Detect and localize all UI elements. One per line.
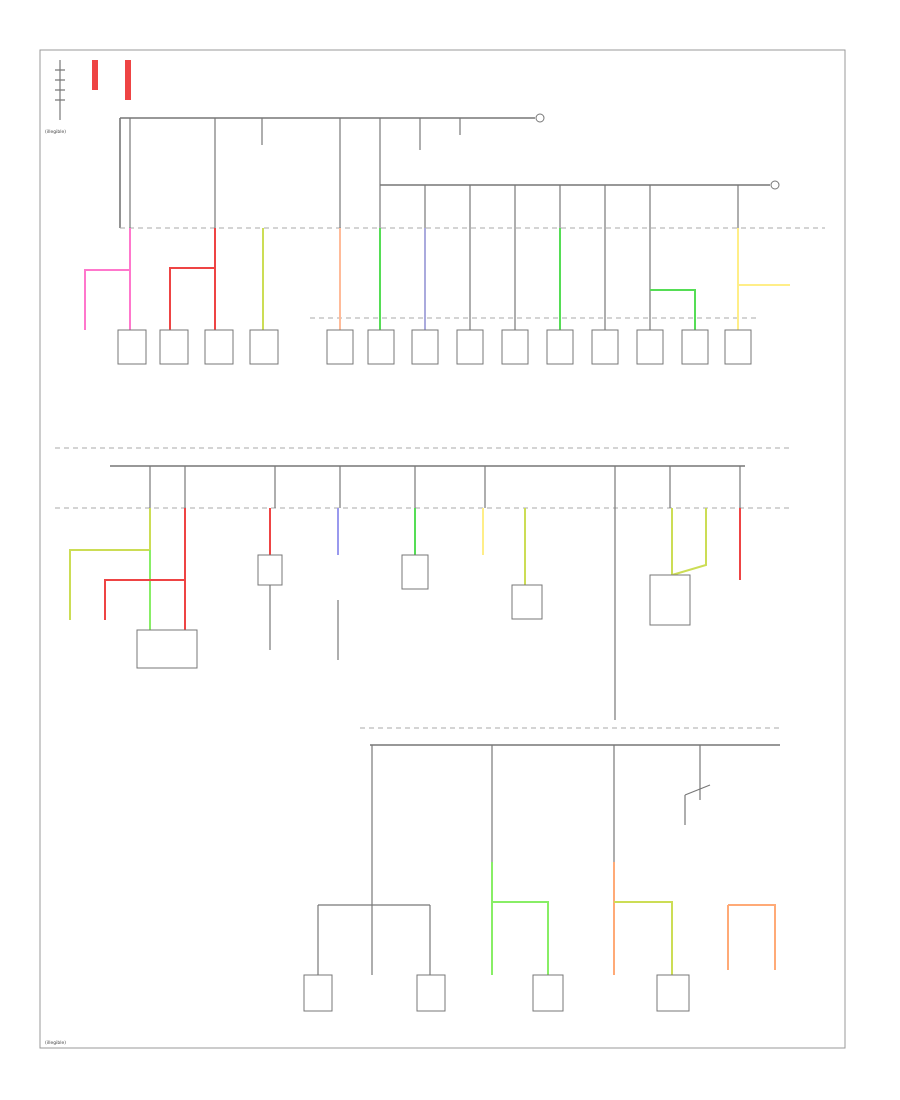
component-box [724, 329, 752, 365]
component-box [257, 554, 283, 586]
component-box [532, 974, 564, 1012]
bottom-bus [360, 727, 780, 862]
middle-bus [55, 447, 790, 509]
component-box [249, 329, 279, 365]
middle-wires [69, 508, 741, 720]
middle-components [136, 554, 691, 669]
component-box [591, 329, 619, 365]
component-box [656, 974, 690, 1012]
component-box [411, 329, 439, 365]
component-box [636, 329, 664, 365]
component-box [456, 329, 484, 365]
component-box [416, 974, 446, 1012]
component-box [204, 329, 234, 365]
component-box [546, 329, 574, 365]
bottom-wires [317, 862, 776, 975]
component-box [367, 329, 395, 365]
row1-wires [84, 228, 790, 330]
component-box [117, 329, 147, 365]
battery-label: (illegible) [45, 129, 66, 135]
top-fuse-taps [129, 118, 739, 228]
main-power-bus [119, 113, 825, 319]
component-box [511, 584, 543, 620]
component-box [303, 974, 333, 1012]
bottom-components [303, 974, 690, 1012]
component-box [501, 329, 529, 365]
row1-components [117, 329, 752, 365]
diagram-frame [39, 49, 846, 1049]
component-box [326, 329, 354, 365]
component-box [681, 329, 709, 365]
component-box [136, 629, 198, 669]
component-box [649, 574, 691, 626]
component-box [401, 554, 429, 590]
diagram-footer-code: (illegible) [45, 1040, 66, 1046]
battery-section: (illegible) [45, 60, 131, 135]
component-box [159, 329, 189, 365]
